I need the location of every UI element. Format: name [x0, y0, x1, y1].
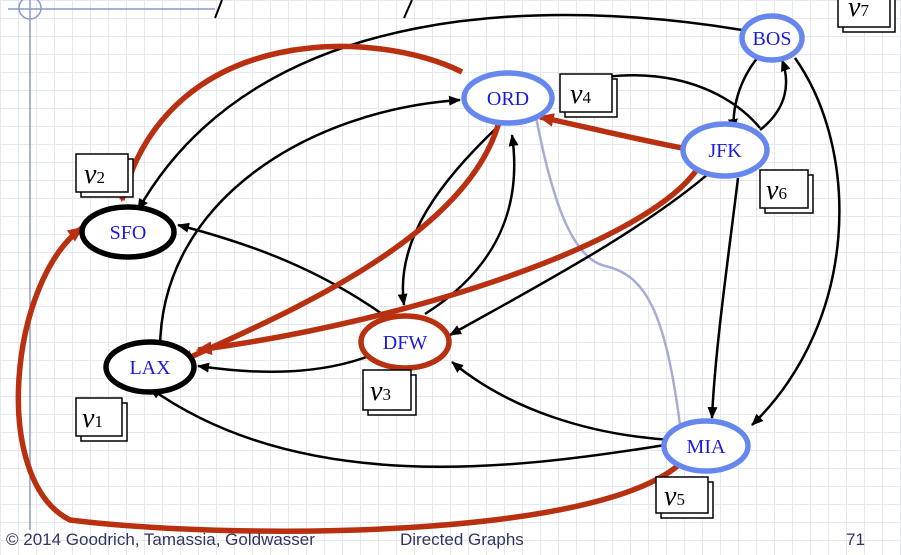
footer-copyright: © 2014 Goodrich, Tamassia, Goldwasser — [6, 530, 315, 549]
edge-mia-dfw — [451, 361, 673, 442]
footer-page-number: 71 — [846, 530, 865, 549]
order-label-v5: v5 — [655, 476, 714, 519]
svg-text:v6: v6 — [766, 175, 787, 206]
svg-text:v7: v7 — [848, 0, 869, 23]
edge-ord-mia — [534, 116, 682, 426]
order-label-v3: v3 — [362, 369, 417, 416]
nodes: BOS ORD JFK SFO DFW LAX MIA — [79, 13, 805, 474]
tree-edge-ord-sfo — [118, 43, 464, 203]
order-label-v6: v6 — [759, 169, 814, 214]
order-label-v7: v7 — [837, 0, 896, 33]
edge-bos-sfo — [136, 13, 743, 211]
tree-edge-jfk-ord — [537, 113, 683, 151]
node-mia: MIA — [661, 418, 751, 474]
node-label-jfk: JFK — [708, 140, 742, 162]
edge-jfk-mia — [707, 177, 740, 419]
node-jfk: JFK — [680, 121, 770, 179]
node-label-lax: LAX — [129, 357, 171, 379]
edge-bos-mia — [751, 57, 841, 426]
node-sfo: SFO — [79, 204, 177, 260]
edge-jfk-bos — [759, 59, 791, 131]
edge-jfk-dfw — [449, 167, 716, 337]
edge-mia-lax — [149, 386, 666, 468]
light-edges — [534, 116, 682, 426]
svg-text:v1: v1 — [82, 403, 103, 434]
slide-decoration — [8, 0, 413, 530]
edge-dfw-lax — [197, 353, 373, 373]
tree-edge-jfk-lax — [195, 166, 701, 355]
order-label-v2: v2 — [75, 153, 134, 198]
tree-edge-mia-sfo — [15, 225, 684, 534]
order-labels: v7 v4 v2 v6 v3 v1 v5 — [75, 0, 896, 519]
node-label-bos: BOS — [753, 28, 792, 50]
node-dfw: DFW — [358, 313, 452, 371]
svg-text:v2: v2 — [84, 159, 105, 190]
node-ord: ORD — [461, 70, 555, 126]
node-label-ord: ORD — [487, 88, 529, 110]
edge-bos-jfk — [727, 56, 759, 131]
footer-title: Directed Graphs — [400, 530, 524, 549]
node-label-dfw: DFW — [383, 332, 428, 354]
node-label-mia: MIA — [687, 436, 726, 458]
node-bos: BOS — [739, 13, 805, 63]
svg-text:v4: v4 — [570, 79, 591, 110]
tree-edges — [15, 43, 701, 534]
edge-ord-dfw — [397, 119, 506, 306]
edge-lax-ord — [158, 95, 461, 351]
tree-edge-ord-lax — [177, 117, 503, 365]
svg-text:v3: v3 — [370, 376, 391, 407]
order-label-v4: v4 — [559, 73, 618, 118]
node-label-sfo: SFO — [110, 222, 147, 244]
node-lax: LAX — [103, 339, 197, 395]
edge-dfw-sfo — [177, 222, 386, 318]
svg-text:v5: v5 — [664, 481, 685, 512]
order-label-v1: v1 — [75, 397, 128, 442]
